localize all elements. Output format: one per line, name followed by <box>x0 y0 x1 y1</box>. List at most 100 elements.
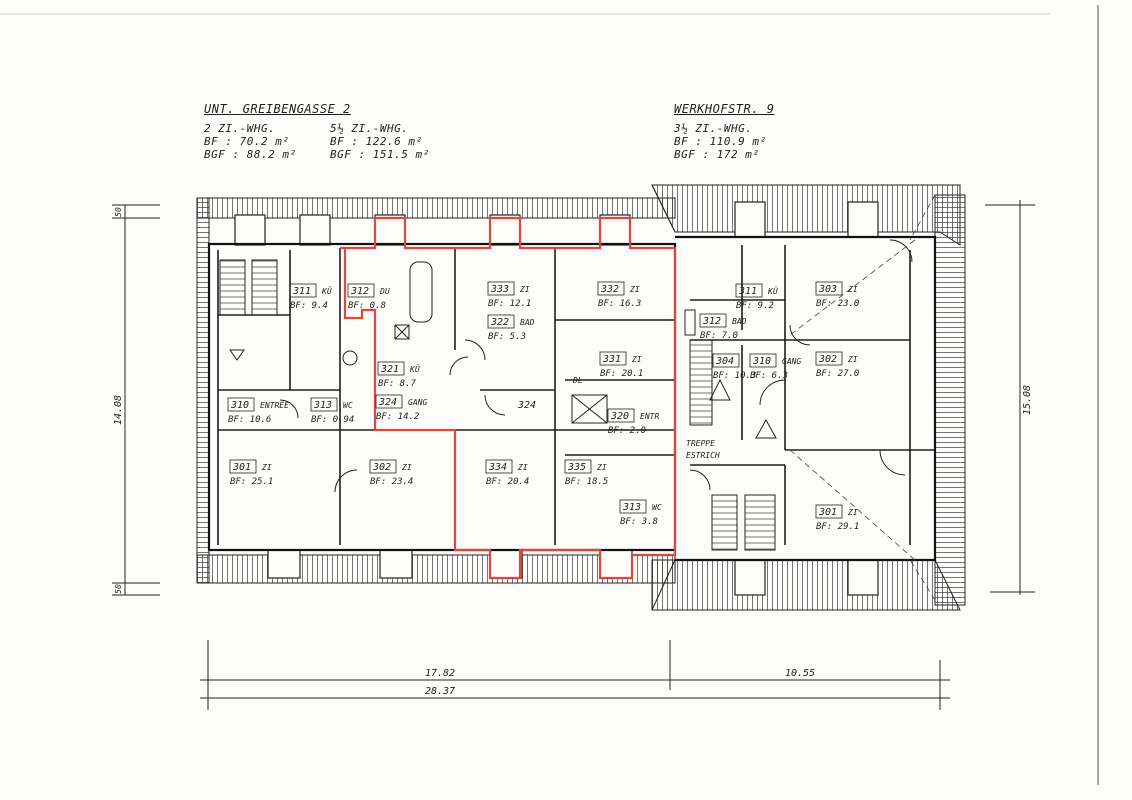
room-area: BF: 9.4 <box>290 301 328 311</box>
room-number-box <box>347 283 375 298</box>
room-number-box <box>485 459 513 474</box>
room-r311a: 311 KÜ BF: 9.4 <box>289 283 332 311</box>
room-type: ZI <box>261 463 272 472</box>
room-area: BF: 16.3 <box>598 299 641 309</box>
stairs-label-2: ESTRICH <box>686 451 720 460</box>
room-number: 332 <box>600 284 619 295</box>
dim-edge-bottom: 50 <box>114 584 123 594</box>
bgf-right: BGF : 172 m² <box>674 148 760 161</box>
room-number: 333 <box>490 284 509 295</box>
room-number: 312 <box>702 316 721 327</box>
room-number: 321 <box>380 364 399 375</box>
room-number: 301 <box>232 462 251 473</box>
room-number-box <box>487 281 515 296</box>
room-number: 313 <box>622 502 641 513</box>
room-type: KÜ <box>767 286 778 296</box>
room-area: BF: 5.3 <box>488 332 526 342</box>
room-number: 324 <box>378 397 397 408</box>
room-type: BAD <box>732 317 747 326</box>
room-number: 334 <box>488 462 507 473</box>
room-type: WC <box>652 503 662 512</box>
dormers <box>234 201 879 596</box>
bf-right: BF : 110.9 m² <box>674 135 767 148</box>
room-number-box <box>815 351 843 366</box>
room-number-box <box>487 314 515 329</box>
room-area: BF: 14.2 <box>376 412 419 422</box>
dim-edge-top: 50 <box>114 207 123 217</box>
room-type: ENTR <box>640 412 659 421</box>
room-type: ZI <box>847 355 858 364</box>
room-number: 310 <box>230 400 249 411</box>
room-type: ZI <box>847 508 858 517</box>
room-number-box <box>815 281 843 296</box>
street-left: UNT. GREIBENGASSE 2 <box>204 102 351 116</box>
room-number: 310 <box>752 356 771 367</box>
room-number: 322 <box>490 317 509 328</box>
dimension-lines <box>112 200 1035 710</box>
room-area: BF: 29.1 <box>816 522 859 532</box>
stairs <box>219 259 777 551</box>
room-type: ZI <box>847 285 858 294</box>
unit-type-left-a: 2 ZI.-WHG. <box>204 122 276 135</box>
header-left-col1: 2 ZI.-WHG. BF : 70.2 m² BGF : 88.2 m² <box>204 122 297 161</box>
unit-type-right: 3½ ZI.-WHG. <box>674 122 753 135</box>
room-area: BF: 18.5 <box>565 477 608 487</box>
room-number-box <box>375 394 403 409</box>
room-area: BF: 23.0 <box>816 299 859 309</box>
room-number-box <box>229 459 257 474</box>
room-type: ZI <box>401 463 412 472</box>
header-left-col2: 5½ ZI.-WHG. BF : 122.6 m² BGF : 151.5 m² <box>330 122 430 161</box>
room-type: WC <box>343 401 353 410</box>
room-area: BF: 8.7 <box>378 379 417 389</box>
street-right: WERKHOFSTR. 9 <box>674 102 775 116</box>
room-number-box <box>735 283 763 298</box>
room-area: BF: 10.3 <box>713 371 756 381</box>
room-number: 311 <box>292 286 311 297</box>
room-area: BF: 25.1 <box>230 477 273 487</box>
room-number: 304 <box>715 356 734 367</box>
bf-left-b: BF : 122.6 m² <box>330 135 423 148</box>
room-number-box <box>227 397 255 412</box>
room-type: KÜ <box>321 286 332 296</box>
room-number-box <box>749 353 777 368</box>
fixtures <box>342 261 696 424</box>
room-number: 313 <box>313 400 332 411</box>
room-number-box <box>607 408 635 423</box>
apartment-boundary-red <box>340 216 677 580</box>
bgf-left-a: BGF : 88.2 m² <box>204 148 297 161</box>
room-number-box <box>377 361 405 376</box>
room-number: 311 <box>738 286 757 297</box>
dim-width-right: 10.55 <box>785 668 815 679</box>
room-area: BF: 7.0 <box>700 331 738 341</box>
room-number-box <box>289 283 317 298</box>
room-r312b: 312 BAD BF: 7.0 <box>699 313 747 341</box>
stairs-label-1: TREPPE <box>686 439 715 448</box>
roof-eaves <box>196 184 966 611</box>
room-number-box <box>712 353 740 368</box>
room-type: DU <box>379 287 390 296</box>
room-area: BF: 20.1 <box>600 369 643 379</box>
room-number-box <box>597 281 625 296</box>
room-type: BAD <box>520 318 535 327</box>
room-number-box <box>815 504 843 519</box>
room-number: 302 <box>372 462 391 473</box>
unit-type-left-b: 5½ ZI.-WHG. <box>330 122 409 135</box>
header-right: WERKHOFSTR. 9 <box>674 103 774 119</box>
room-type: ZI <box>517 463 528 472</box>
